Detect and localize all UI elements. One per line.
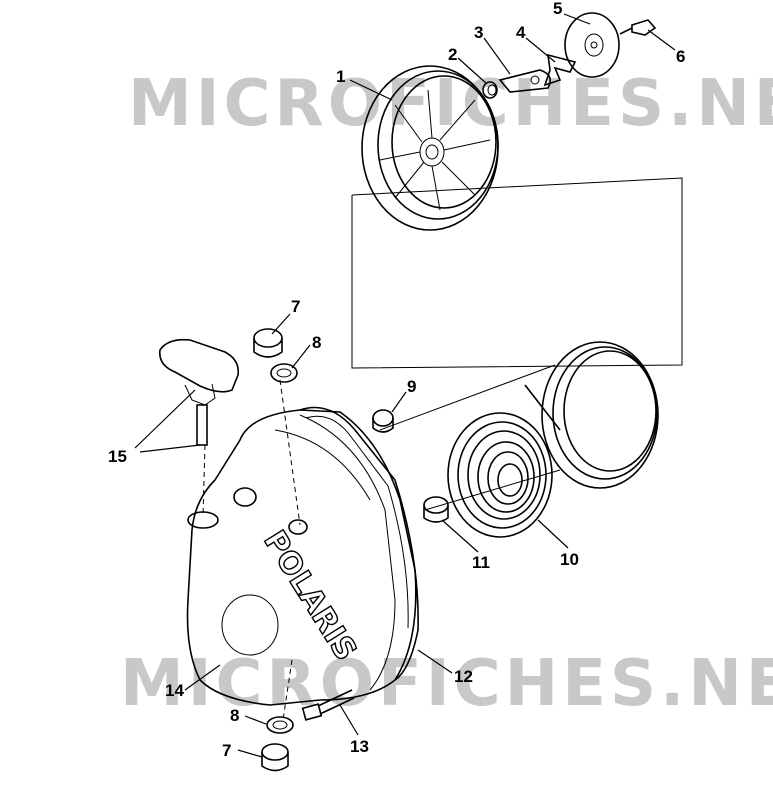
- callout-8-top: 8: [312, 333, 321, 352]
- callout-13: 13: [350, 737, 369, 756]
- part-recoil-spring: [447, 412, 553, 538]
- callout-1: 1: [336, 67, 345, 86]
- part-bushing-9: [372, 409, 394, 433]
- callout-6: 6: [676, 47, 685, 66]
- part-rope-pulley: [361, 65, 499, 231]
- callout-10: 10: [560, 550, 579, 569]
- alignment-lines: [351, 177, 683, 511]
- watermark-bottom: MICROFICHES.NET: [120, 647, 773, 721]
- callout-4: 4: [516, 23, 526, 42]
- part-cap-bottom: [261, 743, 289, 772]
- part-cover-plate: [564, 12, 620, 78]
- callout-7-top: 7: [291, 297, 300, 316]
- callout-7-bottom: 7: [222, 741, 231, 760]
- leader-lines: [134, 13, 676, 758]
- callout-12: 12: [454, 667, 473, 686]
- part-oring-bottom: [266, 716, 294, 734]
- callout-8-bottom: 8: [230, 706, 239, 725]
- center-guide-lines: [202, 379, 301, 721]
- callout-14: 14: [165, 681, 184, 700]
- part-pawl: [498, 69, 551, 93]
- part-wire-clip: [543, 53, 577, 87]
- callout-9: 9: [407, 377, 416, 396]
- part-oring-top: [270, 363, 298, 383]
- callout-2: 2: [448, 45, 457, 64]
- watermark-top: MICROFICHES.NET: [128, 67, 773, 141]
- part-bolt-top: [619, 19, 657, 36]
- callout-labels: 1 2 3 4 5 6 7 8 9 10 11 12 13 14 15 8 7: [108, 0, 685, 760]
- part-starter-handle: [158, 338, 240, 446]
- callout-15: 15: [108, 447, 127, 466]
- part-cap-top: [253, 328, 283, 358]
- part-gasket: [299, 406, 419, 681]
- callout-3: 3: [474, 23, 483, 42]
- callout-5: 5: [553, 0, 562, 18]
- housing-brand-text: POLARIS: [256, 525, 363, 667]
- callout-11: 11: [472, 553, 490, 572]
- part-small-spring: [482, 81, 498, 99]
- part-rope-coil: [524, 341, 659, 489]
- part-bushing-11: [423, 496, 449, 523]
- part-bolt-13: [301, 689, 355, 721]
